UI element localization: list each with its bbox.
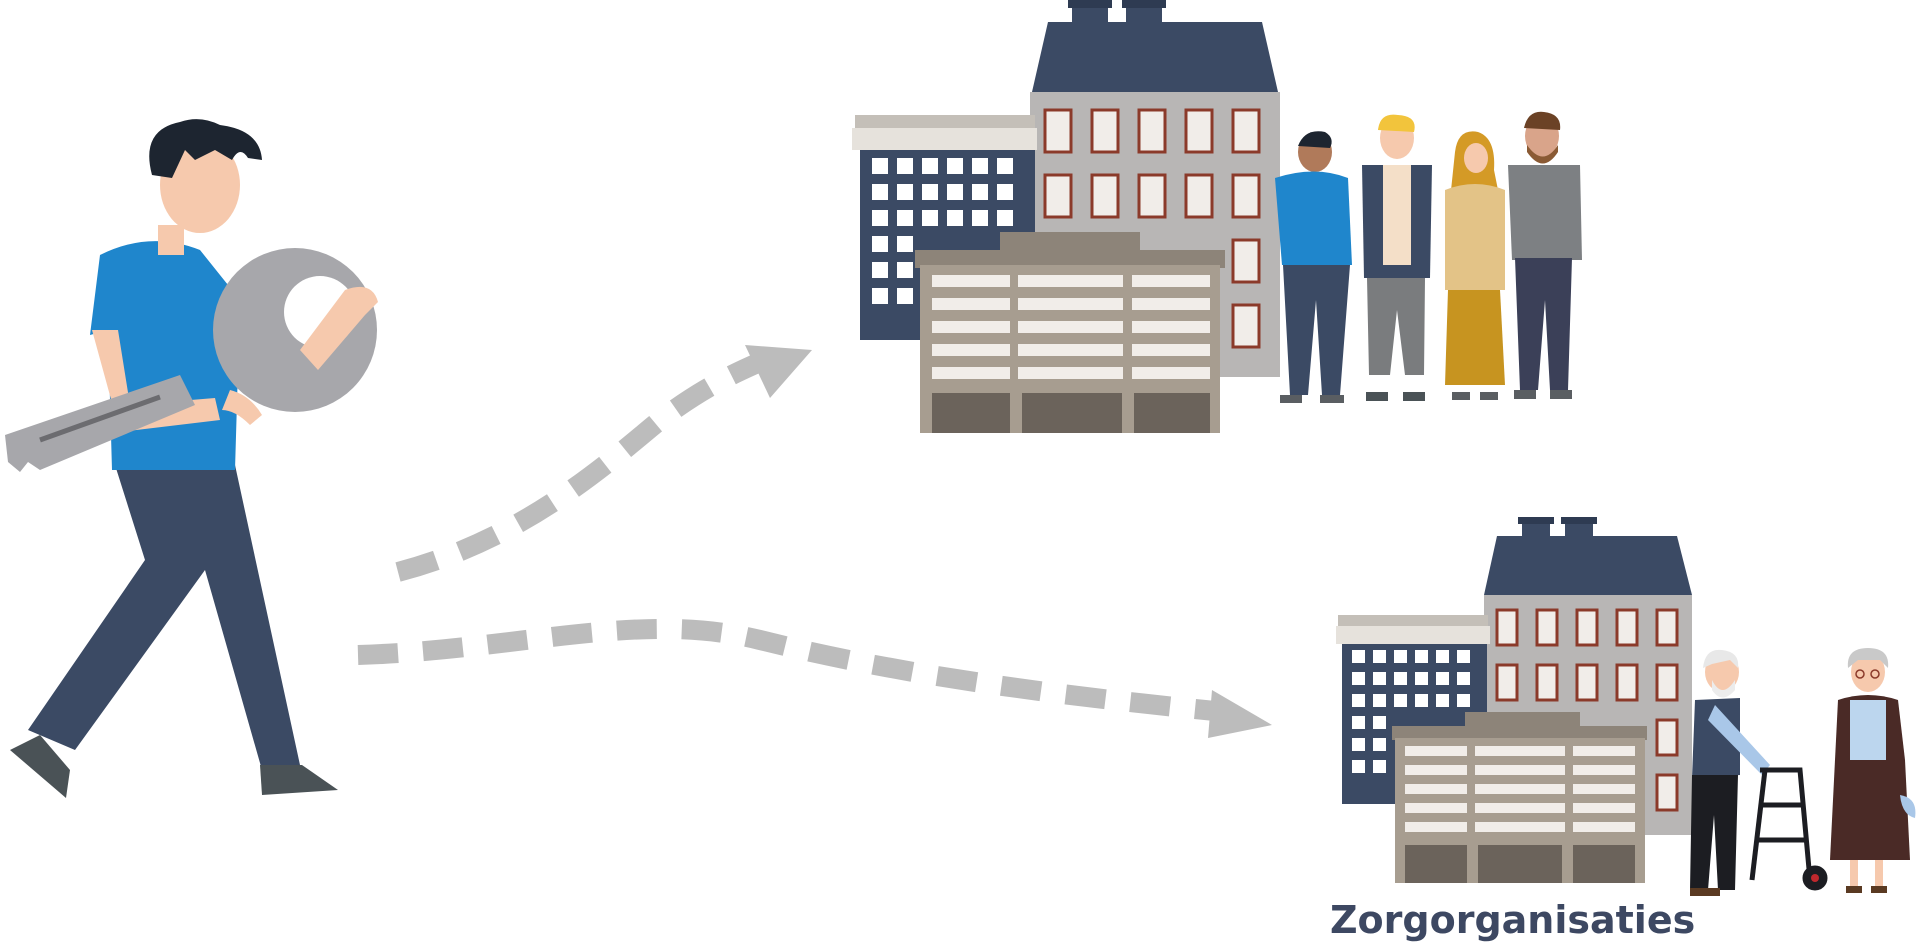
care-building — [1336, 517, 1692, 883]
residents-group — [1275, 111, 1582, 403]
care-organisations-label: Zorgorganisaties — [1330, 898, 1696, 942]
person-legs — [28, 465, 300, 770]
person-hair — [149, 119, 262, 178]
walker-icon — [1749, 767, 1828, 891]
housing-building — [852, 0, 1280, 433]
elderly-woman — [1830, 648, 1916, 893]
elderly-man — [1690, 649, 1770, 896]
right-shoe — [260, 765, 338, 795]
left-shoe — [10, 735, 70, 798]
arrow-to-care — [357, 618, 1272, 738]
person-head — [160, 137, 240, 233]
resident-3 — [1445, 131, 1505, 400]
resident-4 — [1508, 111, 1582, 399]
elderly-couple — [1690, 648, 1916, 896]
resident-2 — [1362, 114, 1432, 401]
key-icon — [5, 248, 377, 472]
person-with-key — [5, 119, 378, 798]
arrow-to-housing — [395, 345, 812, 582]
resident-1 — [1275, 131, 1352, 403]
person-right-arm — [300, 286, 378, 370]
